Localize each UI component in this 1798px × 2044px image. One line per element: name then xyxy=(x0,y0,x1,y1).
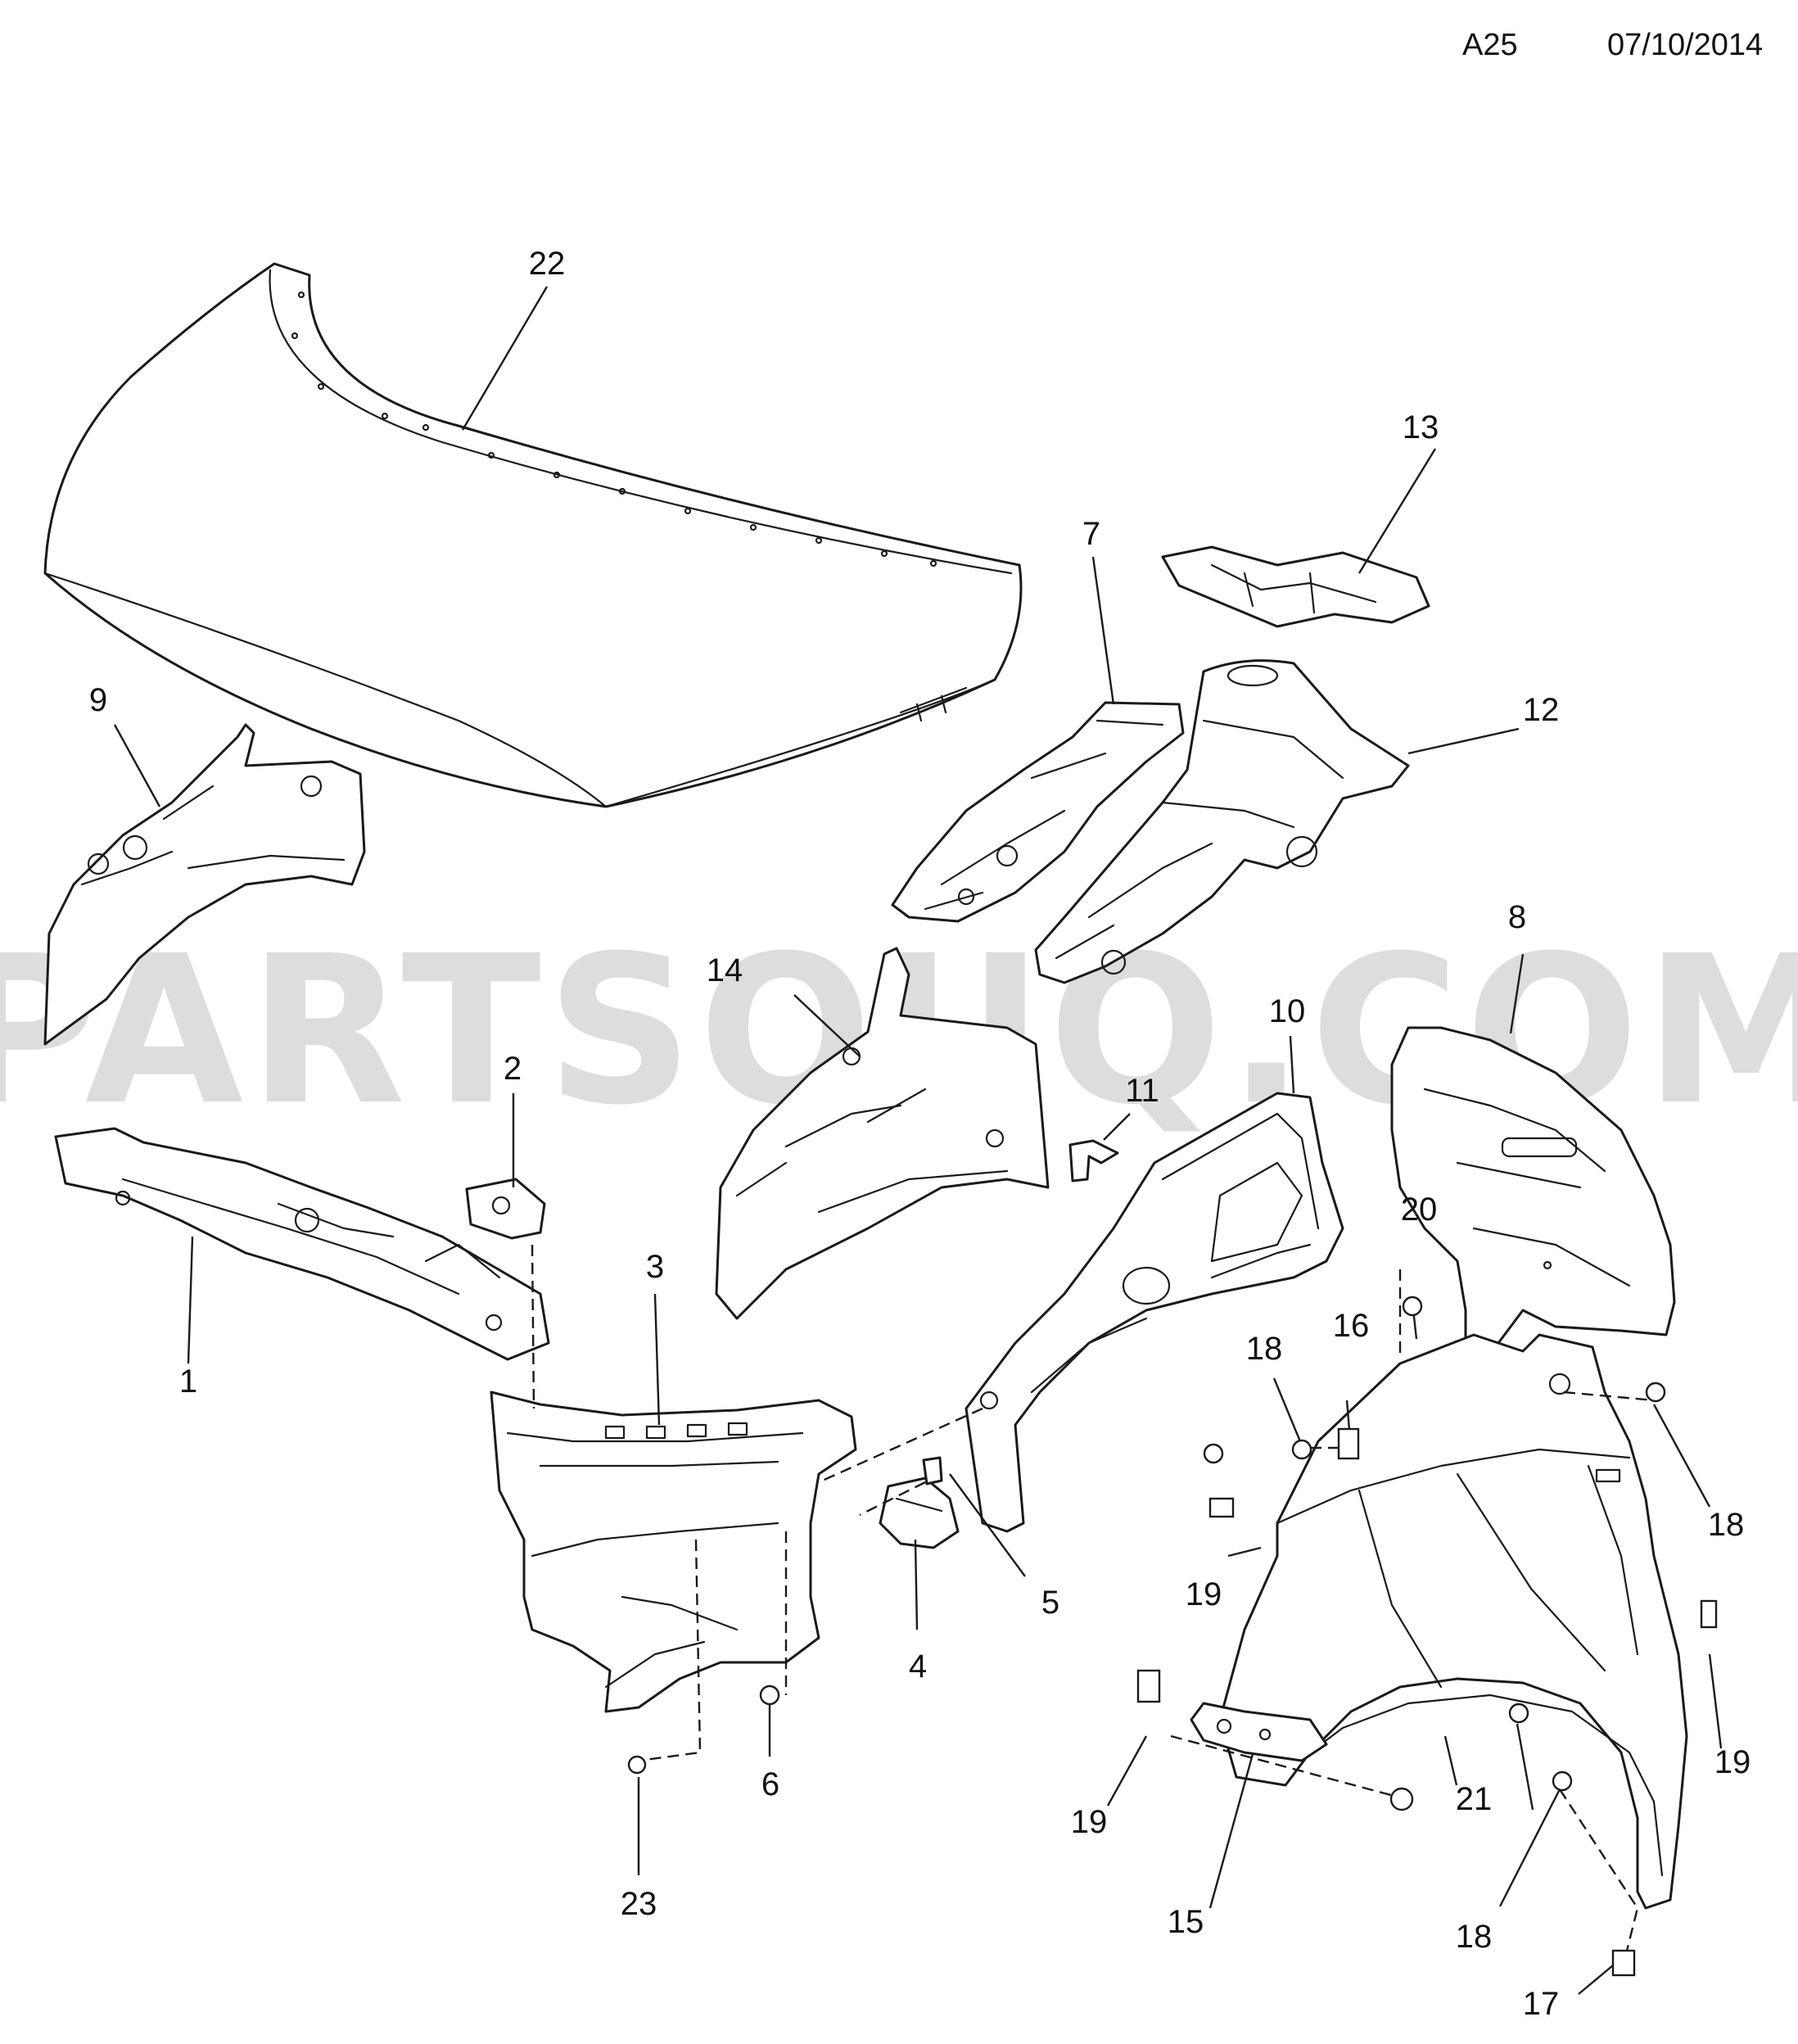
part-4-bracket[interactable] xyxy=(879,1476,960,1549)
callout-4: 4 xyxy=(909,1648,927,1684)
callout-19-a: 19 xyxy=(1186,1576,1222,1612)
fastener-18-upper[interactable] xyxy=(1203,1443,1224,1464)
fastener-18-left[interactable] xyxy=(1291,1439,1312,1460)
part-13-bracket[interactable] xyxy=(1161,545,1430,628)
callout-1: 1 xyxy=(179,1363,197,1400)
part-3-front-bracket[interactable] xyxy=(490,1391,857,1713)
callouts: 22 13 7 12 9 8 14 10 11 2 20 3 18 16 1 1… xyxy=(89,246,1751,2022)
part-11-bracket[interactable] xyxy=(1068,1139,1119,1183)
fastener-21[interactable] xyxy=(1508,1703,1529,1724)
fastener-23[interactable] xyxy=(627,1755,647,1775)
callout-20: 20 xyxy=(1401,1192,1438,1228)
part-15-bracket[interactable] xyxy=(1190,1702,1328,1762)
fastener-19-right[interactable] xyxy=(1700,1599,1718,1629)
fastener-18-bottom[interactable] xyxy=(1389,1787,1414,1811)
fastener-6[interactable] xyxy=(759,1684,780,1706)
callout-18-c: 18 xyxy=(1456,1919,1493,1955)
part-10-upper-rail[interactable] xyxy=(965,1092,1344,1533)
callout-15: 15 xyxy=(1168,1904,1204,1940)
callout-18-b: 18 xyxy=(1708,1507,1745,1543)
fastener-19-left[interactable] xyxy=(1136,1669,1161,1703)
part-5-clip[interactable] xyxy=(922,1456,943,1486)
fastener-18-lower[interactable] xyxy=(1552,1770,1573,1792)
part-12-rail-assembly[interactable] xyxy=(1034,659,1410,984)
callout-18-a: 18 xyxy=(1246,1331,1283,1367)
callout-9: 9 xyxy=(89,682,107,718)
callout-19-b: 19 xyxy=(1714,1744,1751,1780)
part-2-bracket[interactable] xyxy=(465,1178,546,1240)
part-7-front-rail[interactable] xyxy=(891,701,1185,923)
diagram-date: 07/10/2014 xyxy=(1607,28,1764,62)
callout-10: 10 xyxy=(1269,993,1306,1029)
callout-2: 2 xyxy=(504,1051,522,1087)
callout-5: 5 xyxy=(1041,1585,1059,1621)
callout-13: 13 xyxy=(1403,409,1439,445)
callout-6: 6 xyxy=(761,1766,779,1802)
page-code: A25 xyxy=(1462,28,1518,62)
callout-17: 17 xyxy=(1523,1986,1560,2022)
callout-7: 7 xyxy=(1082,516,1100,552)
fastener-18-right[interactable] xyxy=(1645,1382,1666,1403)
fastener-20[interactable] xyxy=(1402,1296,1423,1317)
callout-14: 14 xyxy=(707,952,743,988)
callout-8: 8 xyxy=(1508,899,1526,935)
part-9-wheelhouse-panel[interactable] xyxy=(43,723,366,1046)
part-22-hood[interactable] xyxy=(43,262,1023,808)
part-14-wheelhouse-panel[interactable] xyxy=(715,947,1050,1320)
part-8-wheel-liner[interactable] xyxy=(1390,1026,1676,1353)
callout-3: 3 xyxy=(646,1249,664,1285)
callout-19-c: 19 xyxy=(1071,1804,1108,1840)
fasteners xyxy=(627,1296,1718,1977)
part-1-lower-rail[interactable] xyxy=(54,1127,550,1361)
fastener-19-upper[interactable] xyxy=(1208,1497,1235,1518)
part-15-fender[interactable] xyxy=(1218,1333,1688,1910)
leader-lines xyxy=(113,286,1723,1995)
assembly-lines xyxy=(531,1244,1655,1958)
callout-12: 12 xyxy=(1523,692,1560,728)
fastener-17[interactable] xyxy=(1611,1949,1636,1977)
callout-23: 23 xyxy=(621,1886,657,1922)
callout-11: 11 xyxy=(1125,1073,1159,1109)
fastener-16[interactable] xyxy=(1337,1427,1360,1460)
callout-16: 16 xyxy=(1333,1308,1370,1344)
callout-22: 22 xyxy=(529,246,566,282)
callout-21: 21 xyxy=(1456,1781,1493,1817)
